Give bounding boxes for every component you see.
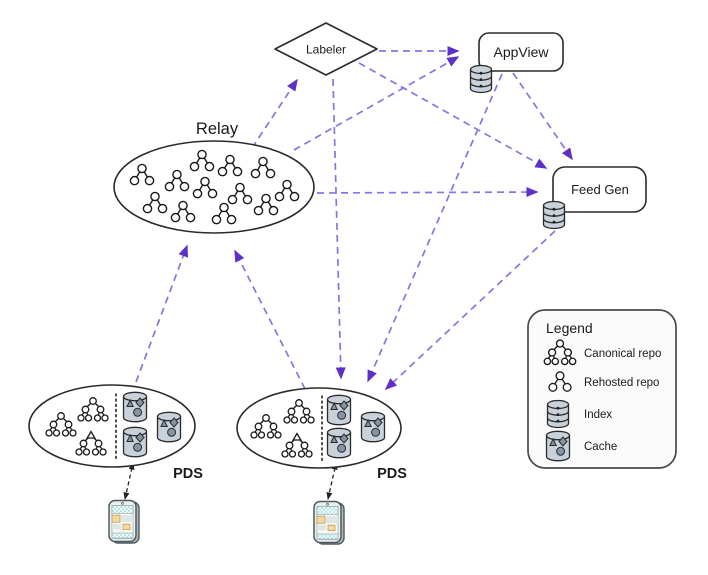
index-cylinder-icon [546,399,570,429]
legend-item-cache: Cache [545,430,617,462]
edges-layer [123,46,573,500]
legend-item-label: Index [584,409,612,421]
legend-panel: Legend Canonical repo Rehosted repo Inde… [527,309,677,469]
cache-cylinder-icon [326,427,352,459]
appview-label: AppView [493,44,549,60]
legend-item-label: Cache [584,441,617,453]
legend-item-label: Canonical repo [584,348,661,360]
cache-cylinder-icon [326,394,352,426]
edge-appview-to-pds2 [367,73,503,383]
cache-cylinder-icon [545,430,571,462]
edge-pds1-to-relay [135,244,188,383]
edge-relay-to-feedgen [316,187,539,198]
edge-labeler-to-pds2 [332,78,346,380]
relay-label: Relay [196,120,239,138]
appview-node: AppView [469,32,564,94]
cache-cylinder-icon [156,411,182,443]
feedgen-label: Feed Gen [571,182,629,197]
edge-relay-to-labeler [251,78,298,149]
legend-item-rehosted-repo: Rehosted repo [548,371,659,392]
index-cylinder-icon [542,200,566,230]
edge-phone2-pds2 [326,462,338,500]
legend-item-label: Rehosted repo [584,377,659,389]
relay-node: Relay [113,120,315,234]
pds2-label: PDS [377,466,407,482]
smartphone-icon [108,499,140,544]
index-cylinder-icon [469,64,493,94]
edge-feedgen-to-pds2 [384,230,556,391]
edge-phone1-pds1 [123,462,135,500]
pds1-label: PDS [173,466,203,482]
labeler-label: Labeler [306,43,346,57]
cache-cylinder-icon [122,391,148,423]
pds-node-2: PDS [236,387,407,482]
edge-relay-to-appview [293,56,460,151]
edge-appview-to-feedgen [512,72,573,161]
labeler-node: Labeler [274,22,378,76]
pds-node-1: PDS [28,384,203,482]
smartphone-icon [313,500,345,545]
cache-cylinder-icon [360,411,386,443]
feedgen-node: Feed Gen [542,166,647,230]
legend-item-index: Index [546,399,612,429]
legend-item-canonical-repo: Canonical repo [543,339,661,366]
edge-pds2-to-relay [234,249,306,390]
cache-cylinder-icon [122,426,148,458]
legend-title: Legend [546,320,593,336]
edge-labeler-to-feedgen [358,62,548,169]
